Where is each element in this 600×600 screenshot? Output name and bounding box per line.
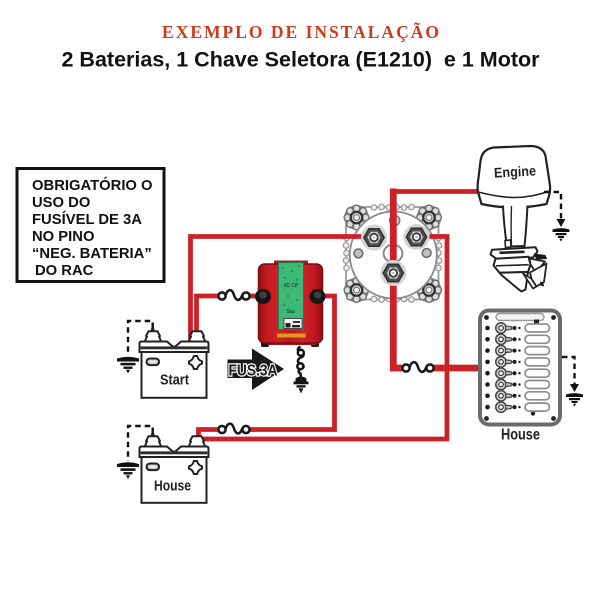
svg-text:House: House: [501, 427, 540, 444]
svg-text:DO RAC: DO RAC: [35, 263, 94, 279]
svg-text:House: House: [154, 478, 191, 495]
svg-text:FUS.3A: FUS.3A: [229, 363, 278, 380]
svg-text:2 Baterias, 1 Chave Seletora (: 2 Baterias, 1 Chave Seletora (E1210) e 1…: [62, 48, 541, 72]
svg-text:Engine: Engine: [494, 162, 537, 180]
svg-text:Start: Start: [160, 372, 189, 389]
svg-text:EXEMPLO DE INSTALAÇÃO: EXEMPLO DE INSTALAÇÃO: [162, 22, 441, 42]
svg-text:4C CP: 4C CP: [284, 283, 299, 289]
svg-text:USO DO: USO DO: [32, 195, 90, 211]
svg-text:FUSÍVEL DE 3A: FUSÍVEL DE 3A: [32, 211, 142, 228]
svg-text:Saz: Saz: [287, 309, 296, 315]
svg-text:OBRIGATÓRIO O: OBRIGATÓRIO O: [32, 176, 153, 194]
svg-text:“NEG. BATERIA”: “NEG. BATERIA”: [32, 246, 152, 262]
svg-text:NO PINO: NO PINO: [32, 229, 94, 245]
